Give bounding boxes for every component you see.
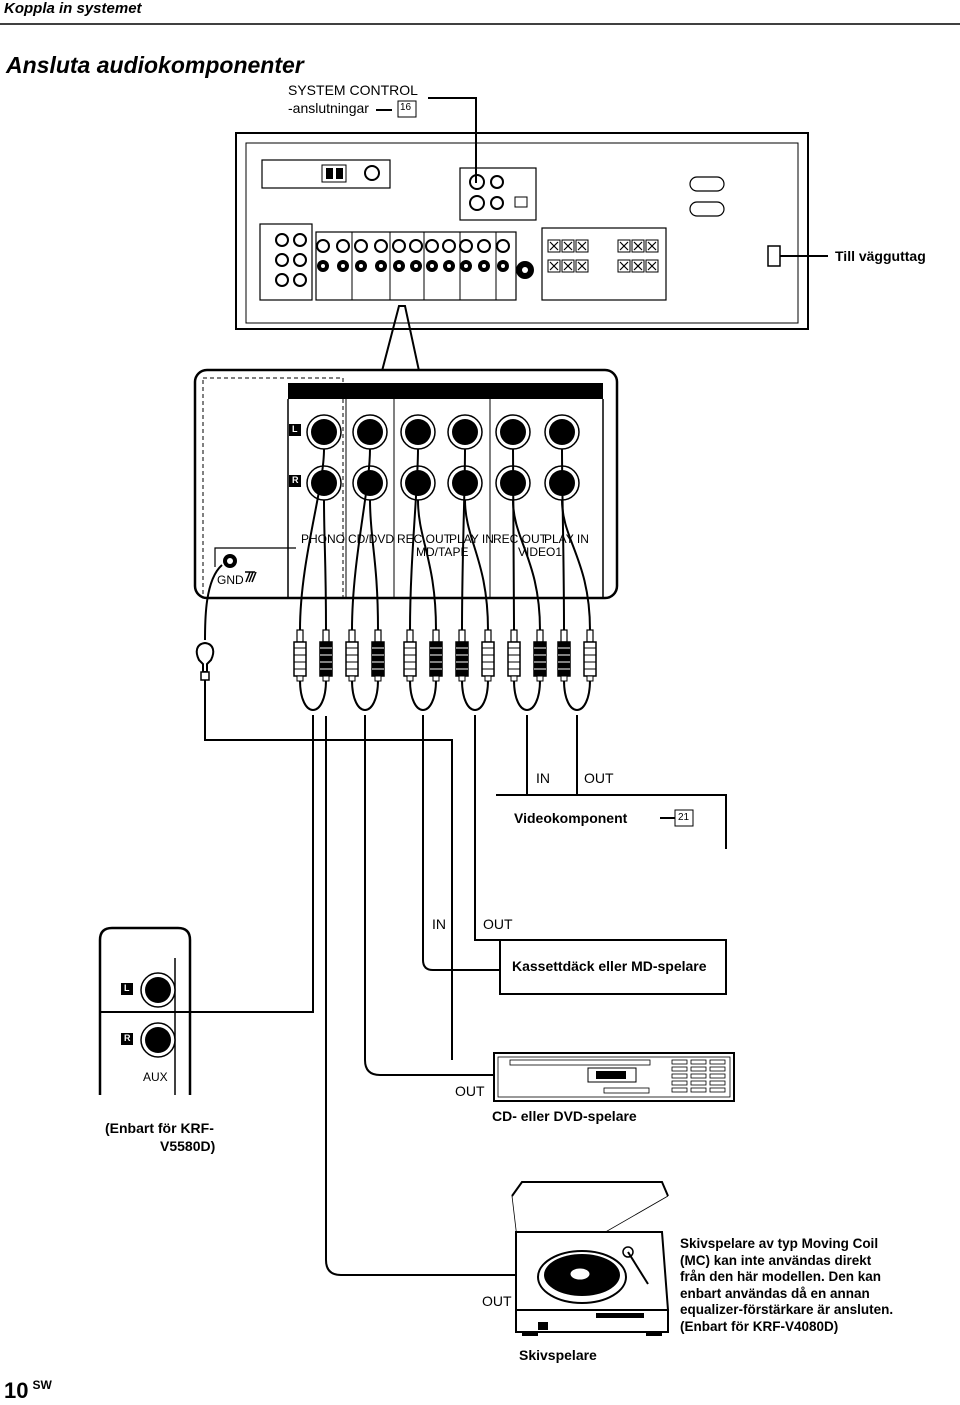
channel-right-label: R — [292, 475, 299, 485]
video-ref: 21 — [678, 812, 690, 823]
turntable-out-label: OUT — [482, 1293, 512, 1309]
aux-note-line2: V5580D) — [160, 1138, 216, 1154]
turntable-note-line: equalizer-förstärkare är ansluten. — [680, 1302, 894, 1317]
rear-rca-jacks — [316, 239, 510, 272]
zoom-callout — [375, 305, 425, 395]
video-component-box — [496, 794, 727, 849]
turntable-note-line: (Enbart för KRF-V4080D) — [680, 1318, 839, 1334]
turntable-note: Skivspelare av typ Moving Coil (MC) kan … — [680, 1236, 952, 1335]
system-control-label: SYSTEM CONTROL — [288, 82, 418, 98]
video-in-label: IN — [536, 770, 550, 786]
turntable-note-line: Skivspelare av typ Moving Coil — [680, 1236, 879, 1251]
cd-out-label: OUT — [455, 1083, 485, 1099]
aux-right-label: R — [124, 1033, 131, 1043]
system-control-cable — [428, 97, 477, 183]
book-icon-system — [397, 100, 417, 118]
channel-left-label: L — [292, 424, 298, 434]
cd-player-drawing — [493, 1052, 735, 1102]
section-header: Koppla in systemet — [4, 0, 142, 17]
aux-label: AUX — [143, 1070, 168, 1084]
jack-panel-enlarged — [193, 368, 619, 600]
ground-cable — [204, 564, 223, 641]
tape-out-label: OUT — [483, 916, 513, 932]
book-icon — [674, 809, 694, 827]
input-label-video-play-in: PLAY IN — [544, 532, 589, 546]
turntable-note-line: från den här modellen. Den kan — [680, 1269, 882, 1284]
tape-in-label: IN — [432, 916, 446, 932]
turntable-label: Skivspelare — [519, 1347, 597, 1363]
group-label-md-tape: MD/TAPE — [416, 545, 469, 559]
system-control-ref: 16 — [400, 102, 412, 113]
input-label-cd-dvd: CD/DVD — [348, 532, 395, 546]
turntable-note-line: (MC) kan inte användas direkt — [680, 1252, 872, 1268]
input-label-phono: PHONO — [301, 532, 346, 546]
language-code: SW — [32, 1378, 52, 1392]
gnd-label: GND — [217, 573, 244, 587]
group-label-video1: VIDEO1 — [518, 545, 563, 559]
tape-deck-box — [499, 939, 727, 995]
aux-note-line1: (Enbart för KRF- — [105, 1120, 214, 1136]
speaker-terminals — [547, 239, 659, 273]
rca-plugs — [293, 629, 597, 682]
cd-player-label: CD- eller DVD-spelare — [492, 1108, 637, 1124]
page-number-value: 10 — [4, 1378, 29, 1403]
input-label-video-rec-out: REC OUT — [493, 532, 547, 546]
turntable-note-line: enbart användas då en annan — [680, 1285, 870, 1301]
turntable-drawing — [511, 1181, 670, 1336]
receiver-rear-panel — [235, 132, 828, 330]
page-title: Ansluta audiokomponenter — [6, 52, 304, 78]
cd-buttons — [671, 1059, 726, 1093]
ground-lug-icon — [195, 641, 215, 681]
system-control-sublabel: -anslutningar — [288, 100, 369, 116]
turntable-speed-dial: 0 — [577, 1268, 583, 1278]
input-label-md-rec-out: REC OUT — [397, 532, 451, 546]
tape-deck-label: Kassettdäck eller MD-spelare — [512, 958, 707, 974]
audio-cables — [100, 448, 591, 1276]
video-out-label: OUT — [584, 770, 614, 786]
video-component-label: Videokomponent — [514, 810, 628, 826]
aux-panel — [98, 926, 192, 1095]
aux-left-label: L — [124, 983, 130, 993]
input-label-md-play-in: PLAY IN — [449, 532, 494, 546]
wall-outlet-label: Till vägguttag — [835, 248, 926, 264]
